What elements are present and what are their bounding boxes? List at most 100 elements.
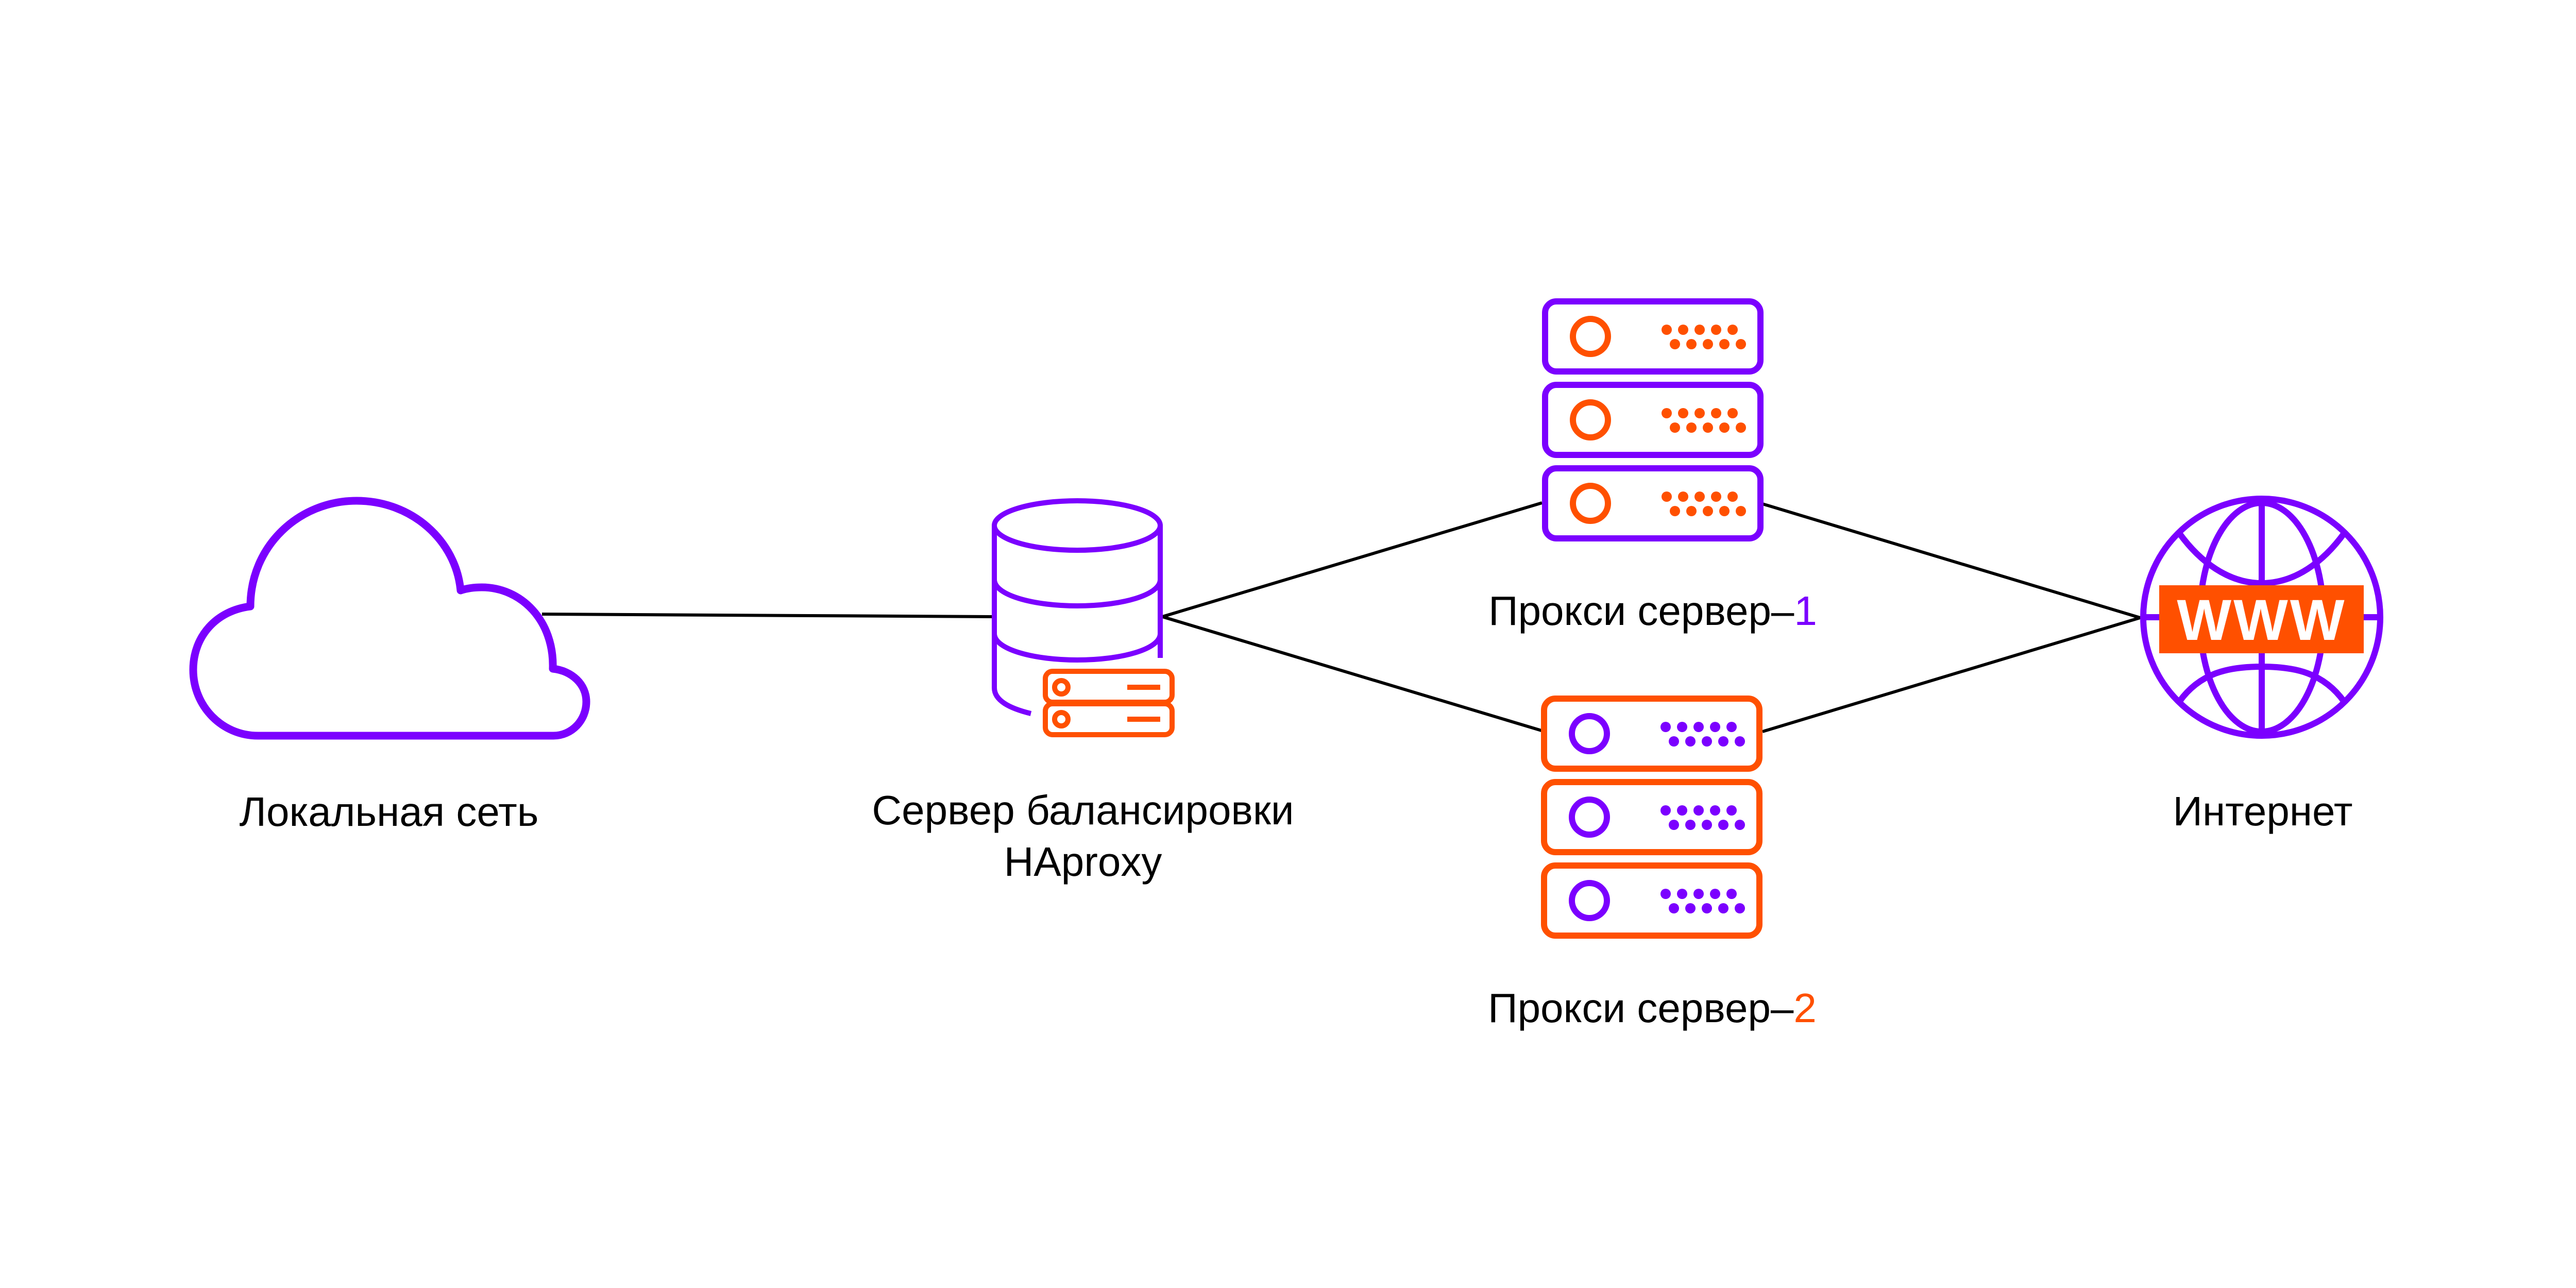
vent-dot: [1694, 408, 1705, 418]
server-unit: [1542, 465, 1764, 541]
vent-dot: [1694, 325, 1705, 335]
vent-dot: [1703, 339, 1713, 349]
proxy1-node[interactable]: Прокси сервер–1: [1488, 298, 1817, 634]
vent-dot: [1662, 325, 1672, 335]
vent-dot: [1711, 325, 1721, 335]
server-unit-frame: [1541, 862, 1762, 939]
proxy2-label-number: 2: [1793, 985, 1817, 1031]
vent-dot: [1727, 408, 1738, 418]
vent-dot: [1662, 408, 1672, 418]
vent-dot: [1685, 903, 1696, 913]
server-unit-frame: [1541, 696, 1762, 772]
vent-dot: [1711, 492, 1721, 502]
vent-dot: [1727, 492, 1738, 502]
vent-dot: [1726, 805, 1737, 816]
balancer-label-line2: HAproxy: [1004, 839, 1162, 885]
vent-dot: [1660, 722, 1671, 732]
vent-dot: [1736, 339, 1746, 349]
database-icon: [992, 498, 1163, 716]
vent-dot: [1677, 722, 1687, 732]
server-unit: [1541, 779, 1762, 855]
vent-dot: [1685, 736, 1696, 747]
vent-dot: [1711, 408, 1721, 418]
balancer-label-line1: Сервер балансировки: [872, 787, 1294, 833]
vent-dot: [1710, 722, 1720, 732]
vent-dot: [1736, 422, 1746, 433]
power-button-icon: [1569, 713, 1610, 754]
server-unit-frame: [1542, 465, 1764, 541]
vent-dot: [1718, 820, 1728, 830]
www-badge: [2159, 585, 2364, 653]
vent-dot: [1662, 492, 1672, 502]
server-unit-frame: [1541, 779, 1762, 855]
proxy1-label: Прокси сервер–1: [1488, 588, 1817, 634]
server-unit: [1541, 696, 1762, 772]
power-button-icon: [1569, 880, 1610, 921]
vent-dot: [1726, 722, 1737, 732]
proxy1-label-number: 1: [1794, 588, 1817, 634]
server-rack-icon: [1542, 298, 1764, 541]
power-button-icon: [1570, 483, 1611, 524]
vent-dot: [1660, 889, 1671, 899]
vent-dot: [1735, 820, 1745, 830]
server-unit-frame: [1542, 382, 1764, 458]
link-local-to-balancer: [541, 613, 993, 618]
proxy2-label: Прокси сервер–2: [1488, 985, 1817, 1031]
vent-dot: [1686, 506, 1697, 516]
server-unit-frame: [1542, 298, 1764, 375]
vent-dot: [1710, 805, 1720, 816]
balancer-node[interactable]: Сервер балансировки HAproxy: [872, 498, 1294, 885]
server-unit: [1541, 862, 1762, 939]
vent-dot: [1678, 325, 1688, 335]
proxy2-node[interactable]: Прокси сервер–2: [1488, 696, 1817, 1031]
vent-dot: [1736, 506, 1746, 516]
power-button-icon: [1569, 796, 1610, 838]
vent-dot: [1686, 422, 1697, 433]
internet-label: Интернет: [2173, 788, 2352, 834]
vent-dot: [1670, 506, 1680, 516]
local-network-node[interactable]: Локальная сеть: [189, 497, 590, 835]
vent-dot: [1678, 408, 1688, 418]
vent-dot: [1703, 422, 1713, 433]
vent-dot: [1669, 820, 1679, 830]
vent-dot: [1702, 903, 1712, 913]
vent-dot: [1685, 820, 1696, 830]
vent-dot: [1678, 492, 1688, 502]
vent-dot: [1735, 736, 1745, 747]
vent-dot: [1719, 506, 1730, 516]
vent-dot: [1719, 422, 1730, 433]
connections: [541, 501, 2141, 733]
server-rack-icon: [1541, 696, 1762, 939]
vent-dot: [1718, 903, 1728, 913]
vent-dot: [1669, 736, 1679, 747]
server-unit: [1542, 382, 1764, 458]
power-button-icon: [1570, 316, 1611, 357]
vent-dot: [1686, 339, 1697, 349]
www-badge-text: WWW: [2177, 588, 2346, 652]
proxy1-label-prefix: Прокси сервер–: [1488, 588, 1794, 634]
vent-dot: [1677, 889, 1687, 899]
vent-dot: [1693, 722, 1704, 732]
power-button-icon: [1570, 399, 1611, 440]
vent-dot: [1702, 820, 1712, 830]
internet-node[interactable]: WWW Интернет: [2140, 496, 2383, 834]
vent-dot: [1693, 805, 1704, 816]
mini-server-icon: [1043, 669, 1175, 737]
server-unit: [1542, 298, 1764, 375]
vent-dot: [1703, 506, 1713, 516]
link-proxy2-to-internet: [1762, 616, 2141, 733]
cloud-icon: [189, 497, 590, 740]
vent-dot: [1677, 805, 1687, 816]
local-network-label: Локальная сеть: [240, 789, 539, 835]
vent-dot: [1735, 903, 1745, 913]
proxy2-label-prefix: Прокси сервер–: [1488, 985, 1794, 1031]
link-proxy1-to-internet: [1762, 502, 2141, 619]
vent-dot: [1718, 736, 1728, 747]
vent-dot: [1670, 339, 1680, 349]
vent-dot: [1694, 492, 1705, 502]
link-balancer-to-proxy1: [1162, 501, 1543, 618]
vent-dot: [1710, 889, 1720, 899]
vent-dot: [1726, 889, 1737, 899]
vent-dot: [1702, 736, 1712, 747]
